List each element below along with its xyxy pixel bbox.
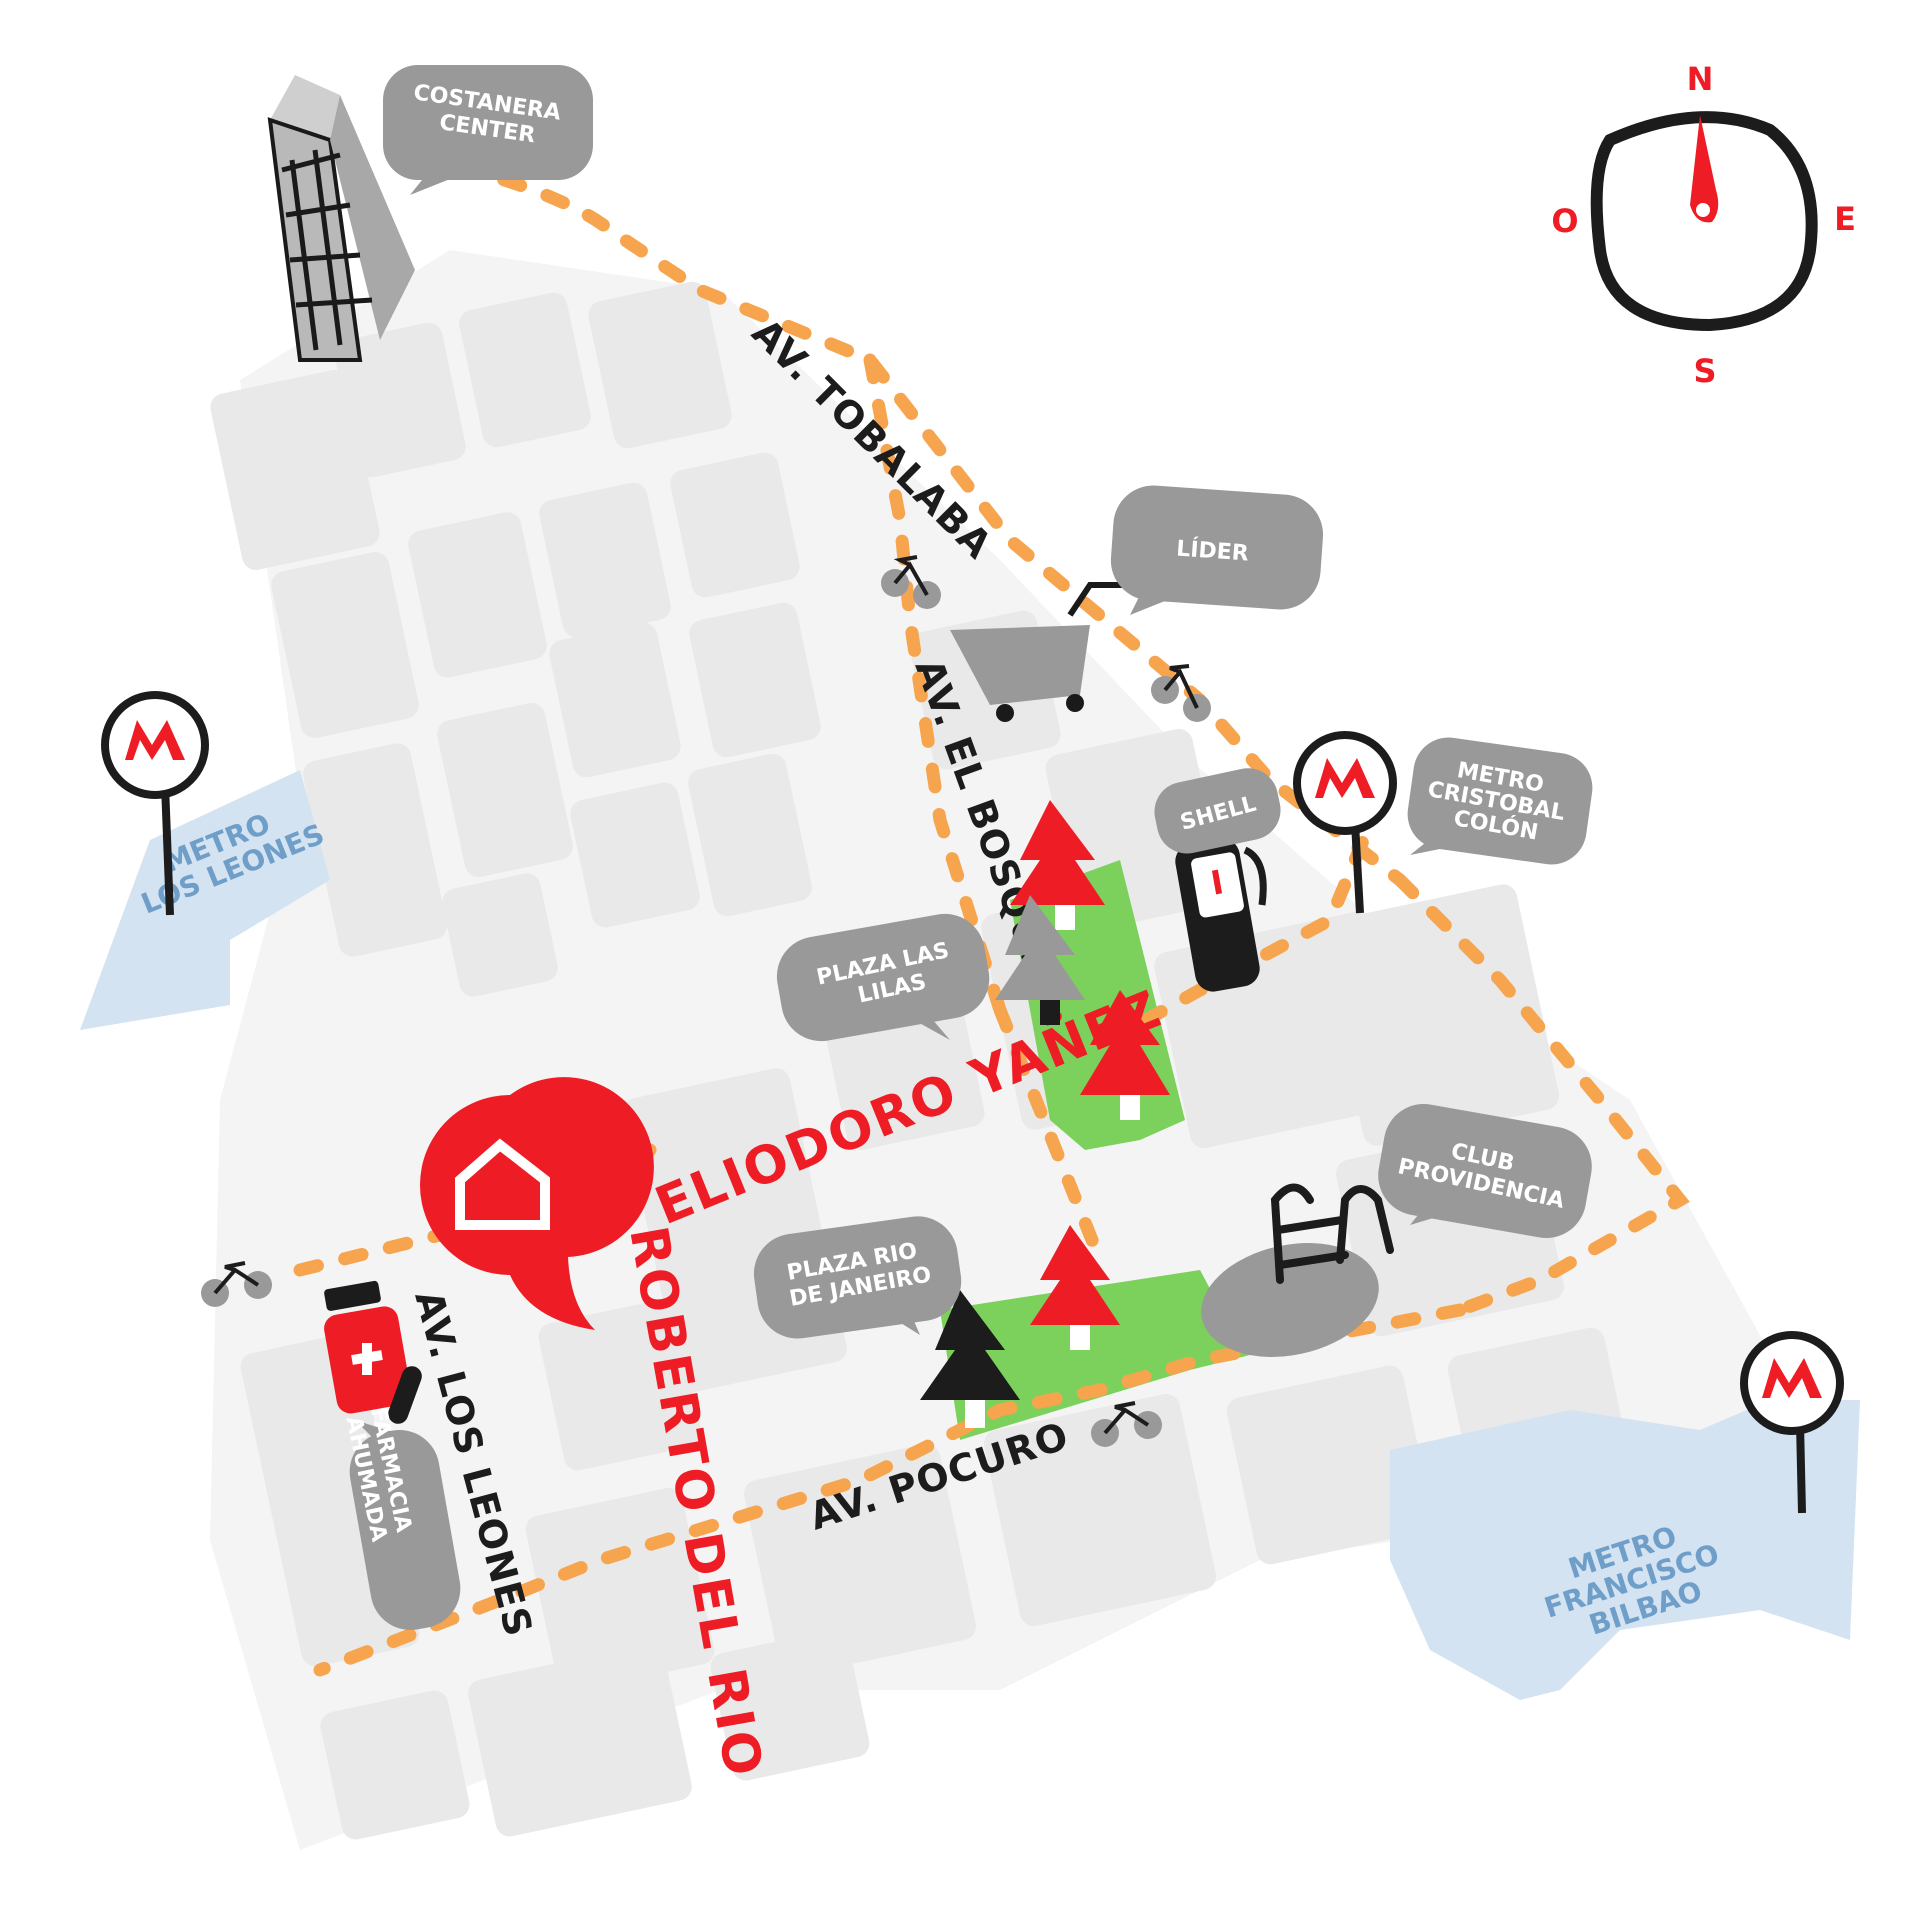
svg-text:METRO CRISTOBAL CO: METRO CRISTOBAL COLÓN [1422,754,1579,851]
bubble-plaza-las-lilas: PLAZA LAS LILAS [776,913,990,1042]
bubble-shell: SHELL [1154,768,1281,854]
metro-sign-icon [1293,731,1397,914]
bicycle-icon [201,1261,272,1307]
trees [920,800,1170,1428]
bubble-club-providencia: CLUB PROVIDENCIA [1378,1103,1592,1239]
building-icon [267,75,415,362]
pharmacy-bottle-icon [324,1280,422,1424]
compass-east: E [1834,200,1856,238]
bubble-metro-cristobal-colon: METRO CRISTOBAL COLÓN [1407,737,1593,865]
bicycle-icon [1151,664,1211,722]
bubble-costanera-center: COSTANERA CENTER [383,65,593,195]
compass-west: O [1551,202,1578,240]
metro-sign-icon [101,691,209,916]
fuel-pump-icon [1175,838,1267,992]
tree-icon [920,1290,1020,1428]
home-pin-icon [420,1077,654,1330]
compass-north: N [1687,60,1714,98]
pool-ladder-icon [1201,1183,1394,1357]
bubble-lider: LÍDER [1110,485,1324,615]
tree-icon [1030,1225,1120,1350]
tree-icon [1080,990,1170,1120]
bubble-farmacia-ahumada: FARMACIA AHUMADA [340,1405,461,1630]
bicycle-icon [881,555,941,609]
tree-icon [995,895,1085,1025]
compass-icon: N S E O [1551,60,1856,390]
metro-zone-francisco-bilbao: METRO FRANCISCO BILBAO [1390,1400,1860,1700]
tree-icon [1010,800,1105,930]
shopping-cart-icon [950,582,1130,722]
label-lider: LÍDER [1175,536,1249,567]
bicycle-icon [1091,1401,1162,1447]
metro-sign-icon [1740,1331,1844,1514]
bubble-plaza-rio-de-janeiro: PLAZA RIO DE JANEIRO [753,1216,962,1339]
compass-south: S [1693,352,1716,390]
